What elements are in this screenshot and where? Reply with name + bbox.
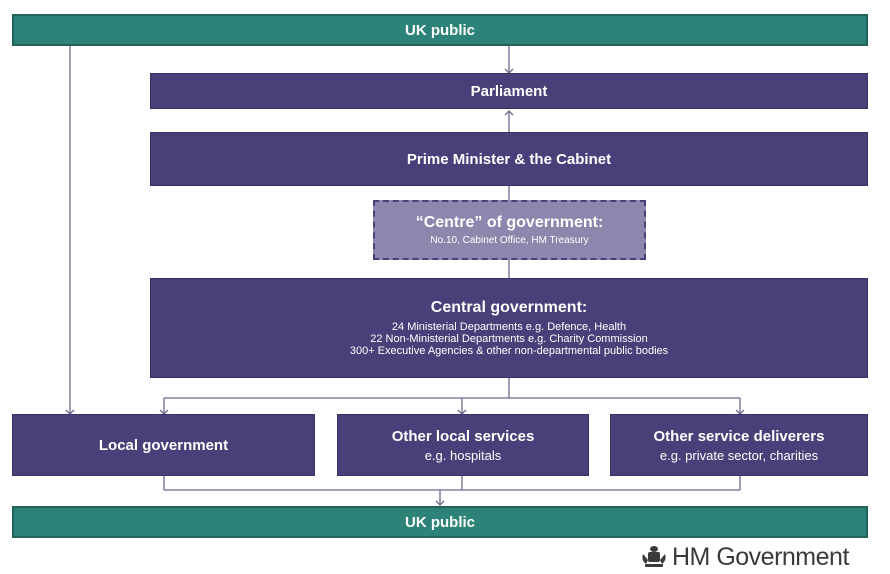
central-government-box: Central government: 24 Ministerial Depar… xyxy=(150,278,868,378)
other-local-sub: e.g. hospitals xyxy=(424,447,502,463)
pm-cabinet-box: Prime Minister & the Cabinet xyxy=(150,132,868,186)
other-deliverers-sub: e.g. private sector, charities xyxy=(659,447,819,463)
other-local-services-box: Other local services e.g. hospitals xyxy=(337,414,589,476)
centre-of-government-box: “Centre” of government: No.10, Cabinet O… xyxy=(373,200,646,260)
centre-title: “Centre” of government: xyxy=(415,214,604,231)
hm-government-logo: HM Government xyxy=(640,542,885,572)
central-line-1: 24 Ministerial Departments e.g. Defence,… xyxy=(391,321,627,333)
uk-public-bottom-label: UK public xyxy=(405,513,475,531)
royal-crest-icon xyxy=(642,546,666,567)
central-line-2: 22 Non-Ministerial Departments e.g. Char… xyxy=(370,333,648,345)
uk-public-top: UK public xyxy=(12,14,868,46)
parliament-box: Parliament xyxy=(150,73,868,109)
local-government-label: Local government xyxy=(98,436,229,454)
other-local-title: Other local services xyxy=(391,427,535,445)
hm-government-text: HM Government xyxy=(672,542,849,571)
parliament-label: Parliament xyxy=(470,82,548,100)
central-title: Central government: xyxy=(430,299,588,316)
uk-public-bottom: UK public xyxy=(12,506,868,538)
other-deliverers-title: Other service deliverers xyxy=(653,427,825,445)
other-service-deliverers-box: Other service deliverers e.g. private se… xyxy=(610,414,868,476)
local-government-box: Local government xyxy=(12,414,315,476)
pm-cabinet-label: Prime Minister & the Cabinet xyxy=(406,150,612,168)
central-line-3: 300+ Executive Agencies & other non-depa… xyxy=(349,345,669,357)
uk-public-top-label: UK public xyxy=(405,21,475,39)
centre-subtitle: No.10, Cabinet Office, HM Treasury xyxy=(430,235,589,246)
